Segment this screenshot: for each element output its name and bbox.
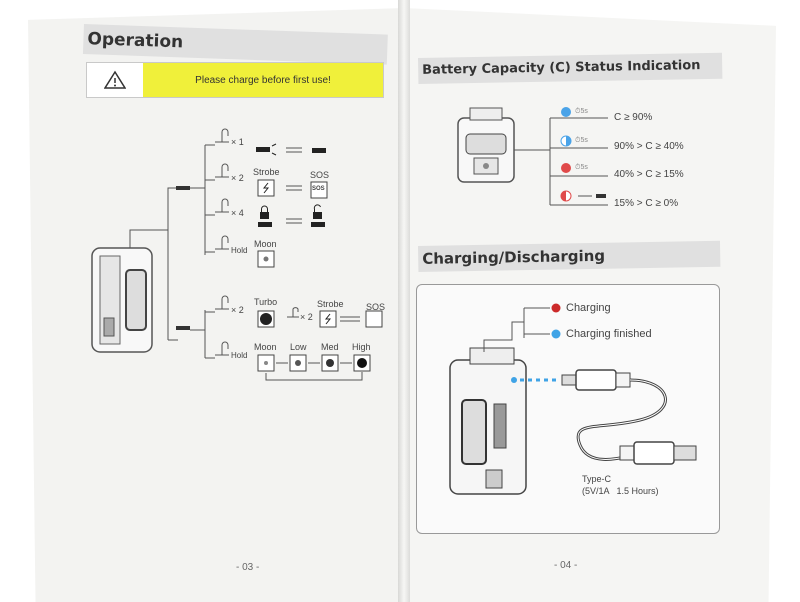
timer-3: ⏱5s xyxy=(575,164,588,171)
range-2: 90% > C ≥ 40% xyxy=(614,141,684,152)
range-1: C ≥ 90% xyxy=(614,112,653,123)
med-label: Med xyxy=(321,342,339,352)
warning-box: Please charge before first use! xyxy=(86,62,384,98)
timer-1: ⏱5s xyxy=(575,108,588,115)
warning-icon xyxy=(87,63,143,97)
left-page xyxy=(28,8,404,602)
left-page-number: - 03 - xyxy=(236,562,260,573)
range-3: 40% > C ≥ 15% xyxy=(614,169,684,180)
press-times1-label: × 1 xyxy=(231,137,244,147)
timer-2: ⏱5s xyxy=(575,137,588,144)
strobe-label: Strobe xyxy=(253,167,280,177)
moon-label: Moon xyxy=(254,239,277,249)
moon2-label: Moon xyxy=(254,342,277,352)
press-times4-label: × 4 xyxy=(231,208,244,218)
low-label: Low xyxy=(290,342,307,352)
book-spine xyxy=(398,0,410,602)
press-hold-label: Hold xyxy=(231,246,248,255)
press-times2-turbo-label: × 2 xyxy=(231,305,244,315)
timer-3-text: 5s xyxy=(580,164,588,171)
range-4: 15% > C ≥ 0% xyxy=(614,198,679,209)
press-times2b-label: × 2 xyxy=(300,312,313,322)
timer-1-text: 5s xyxy=(580,108,588,115)
sos-icon-text: SOS xyxy=(312,186,325,192)
sos2-label: SOS xyxy=(366,302,386,312)
strobe2-label: Strobe xyxy=(317,299,344,309)
right-page-number: - 04 - xyxy=(554,560,578,571)
warning-text: Please charge before first use! xyxy=(143,63,383,97)
headlamp-device-top xyxy=(457,107,515,183)
headlamp-device-charging xyxy=(449,347,527,495)
press-times2-label: × 2 xyxy=(231,173,244,183)
type-c-label: Type-C xyxy=(582,474,612,484)
headlamp-device-left xyxy=(91,247,153,353)
charging-finished-label: Charging finished xyxy=(566,328,652,340)
turbo-label: Turbo xyxy=(254,297,278,307)
spec-label: (5V/1A 1.5 Hours) xyxy=(582,486,659,496)
press-hold2-label: Hold xyxy=(231,351,248,360)
charging-label: Charging xyxy=(566,302,611,314)
high-label: High xyxy=(352,342,371,352)
sos-label: SOS xyxy=(310,170,330,180)
timer-2-text: 5s xyxy=(580,137,588,144)
